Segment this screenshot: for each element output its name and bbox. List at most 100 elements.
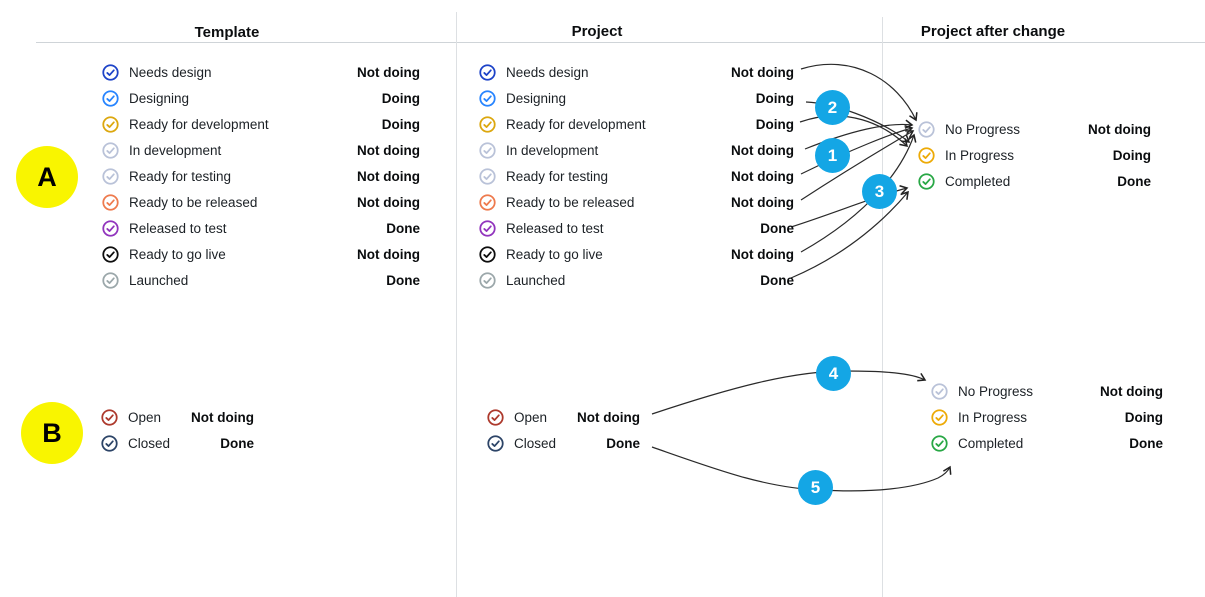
column-header-template: Template: [194, 24, 260, 41]
status-label: Ready for development: [129, 116, 269, 132]
status-mapping: Done: [220, 435, 254, 451]
column-divider-1: [456, 12, 457, 597]
check-circle-icon: [101, 435, 118, 452]
status-row: Released to test Done: [479, 215, 794, 241]
section-a-after-change-column: No Progress Not doing In Progress Doing …: [918, 116, 1151, 194]
section-b-template-column: Open Not doing Closed Done: [101, 404, 254, 456]
check-circle-icon: [102, 116, 119, 133]
status-mapping: Not doing: [357, 64, 420, 80]
status-label: Closed: [128, 435, 171, 451]
status-label: Released to test: [129, 220, 227, 236]
status-row: Released to test Done: [102, 215, 420, 241]
column-header-project: Project: [571, 23, 623, 40]
check-circle-icon: [479, 64, 496, 81]
status-mapping: Done: [760, 220, 794, 236]
status-label: Open: [128, 409, 162, 425]
status-row: Ready for testing Not doing: [102, 163, 420, 189]
status-mapping: Done: [1129, 435, 1163, 451]
section-b-project-column: Open Not doing Closed Done: [487, 404, 640, 456]
check-circle-icon: [487, 435, 504, 452]
callout-5: 5: [798, 470, 833, 505]
status-label: No Progress: [958, 383, 1034, 399]
status-row: Open Not doing: [487, 404, 640, 430]
status-row: In development Not doing: [479, 137, 794, 163]
section-b-after-change-column: No Progress Not doing In Progress Doing …: [931, 378, 1163, 456]
status-row: Closed Done: [101, 430, 254, 456]
status-row: Closed Done: [487, 430, 640, 456]
status-label: Needs design: [506, 64, 589, 80]
status-label: Released to test: [506, 220, 604, 236]
status-row: Ready to go live Not doing: [102, 241, 420, 267]
status-mapping: Doing: [755, 116, 794, 132]
check-circle-icon: [102, 272, 119, 289]
status-mapping: Not doing: [731, 168, 794, 184]
status-label: In Progress: [958, 409, 1028, 425]
status-label: Ready for testing: [506, 168, 609, 184]
check-circle-icon: [918, 147, 935, 164]
status-mapping: Not doing: [731, 194, 794, 210]
status-mapping: Not doing: [1088, 121, 1151, 137]
status-row: Launched Done: [102, 267, 420, 293]
check-circle-icon: [918, 121, 935, 138]
check-circle-icon: [102, 90, 119, 107]
status-mapping: Not doing: [731, 142, 794, 158]
check-circle-icon: [479, 142, 496, 159]
check-circle-icon: [102, 142, 119, 159]
callout-4: 4: [816, 356, 851, 391]
check-circle-icon: [931, 409, 948, 426]
check-circle-icon: [102, 246, 119, 263]
status-label: Designing: [506, 90, 567, 106]
check-circle-icon: [931, 435, 948, 452]
status-row: Ready to be released Not doing: [479, 189, 794, 215]
status-label: Ready for development: [506, 116, 646, 132]
status-row: Launched Done: [479, 267, 794, 293]
status-mapping: Not doing: [357, 168, 420, 184]
status-label: Ready to go live: [129, 246, 226, 262]
header-rule: [36, 42, 1205, 43]
section-b-badge: B: [21, 402, 83, 464]
status-label: Ready to go live: [506, 246, 603, 262]
status-label: Designing: [129, 90, 190, 106]
status-mapping: Doing: [1124, 409, 1163, 425]
status-row: No Progress Not doing: [918, 116, 1151, 142]
status-row: In development Not doing: [102, 137, 420, 163]
arrow-open-to-no-progress: [651, 370, 927, 415]
status-mapping: Doing: [381, 116, 420, 132]
column-header-project-after-change: Project after change: [920, 23, 1066, 40]
status-row: Needs design Not doing: [102, 59, 420, 85]
status-row: Ready to go live Not doing: [479, 241, 794, 267]
status-row: Completed Done: [931, 430, 1163, 456]
status-label: Closed: [514, 435, 557, 451]
status-label: Launched: [129, 272, 189, 288]
callout-2: 2: [815, 90, 850, 125]
check-circle-icon: [918, 173, 935, 190]
status-row: In Progress Doing: [931, 404, 1163, 430]
status-mapping: Doing: [381, 90, 420, 106]
status-row: In Progress Doing: [918, 142, 1151, 168]
status-mapping: Done: [760, 272, 794, 288]
status-label: Completed: [945, 173, 1011, 189]
check-circle-icon: [479, 90, 496, 107]
check-circle-icon: [479, 246, 496, 263]
status-label: In development: [129, 142, 222, 158]
callout-3: 3: [862, 174, 897, 209]
check-circle-icon: [102, 220, 119, 237]
check-circle-icon: [102, 168, 119, 185]
status-mapping: Done: [386, 272, 420, 288]
status-mapping: Not doing: [357, 194, 420, 210]
status-label: Completed: [958, 435, 1024, 451]
column-divider-2: [882, 17, 883, 597]
status-row: Designing Doing: [479, 85, 794, 111]
check-circle-icon: [102, 64, 119, 81]
section-a-badge: A: [16, 146, 78, 208]
status-mapping: Doing: [1112, 147, 1151, 163]
status-label: Ready for testing: [129, 168, 232, 184]
check-circle-icon: [102, 194, 119, 211]
status-mapping: Not doing: [191, 409, 254, 425]
status-mapping: Done: [386, 220, 420, 236]
status-mapping: Done: [606, 435, 640, 451]
status-row: No Progress Not doing: [931, 378, 1163, 404]
status-row: Designing Doing: [102, 85, 420, 111]
status-label: No Progress: [945, 121, 1021, 137]
